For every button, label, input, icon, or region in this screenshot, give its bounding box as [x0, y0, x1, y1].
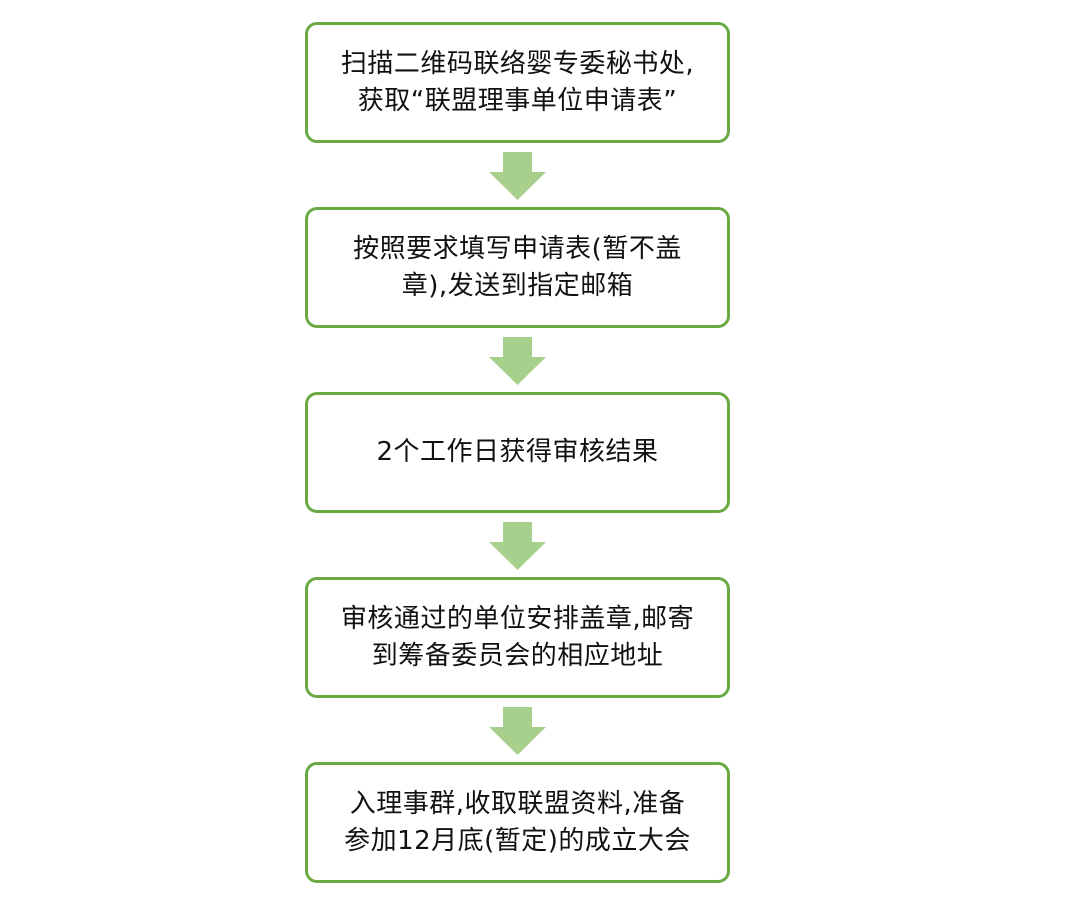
step-2-line-2: 章),发送到指定邮箱: [401, 270, 634, 301]
step-1-line-1: 扫描二维码联络婴专委秘书处,: [340, 48, 695, 79]
step-3-text: 2个工作日获得审核结果: [376, 434, 658, 471]
down-arrow-icon: [489, 707, 546, 755]
step-5-text: 入理事群,收取联盟资料,准备 参加12月底(暂定)的成立大会: [344, 786, 691, 860]
step-1-text: 扫描二维码联络婴专委秘书处, 获取“联盟理事单位申请表”: [341, 46, 694, 120]
step-5-line-1: 入理事群,收取联盟资料,准备: [349, 788, 686, 819]
step-4-box: 审核通过的单位安排盖章,邮寄 到筹备委员会的相应地址: [305, 577, 730, 698]
step-4-text: 审核通过的单位安排盖章,邮寄 到筹备委员会的相应地址: [341, 601, 694, 675]
step-2-text: 按照要求填写申请表(暂不盖 章),发送到指定邮箱: [353, 231, 682, 305]
step-3-line-1: 2个工作日获得审核结果: [376, 437, 659, 467]
step-2-box: 按照要求填写申请表(暂不盖 章),发送到指定邮箱: [305, 207, 730, 328]
step-1-line-2: 获取“联盟理事单位申请表”: [357, 85, 678, 116]
down-arrow-icon: [489, 337, 546, 385]
step-3-box: 2个工作日获得审核结果: [305, 392, 730, 513]
down-arrow-icon: [489, 522, 546, 570]
step-2-line-1: 按照要求填写申请表(暂不盖: [353, 233, 682, 264]
step-5-line-2: 参加12月底(暂定)的成立大会: [344, 825, 691, 856]
step-1-box: 扫描二维码联络婴专委秘书处, 获取“联盟理事单位申请表”: [305, 22, 730, 143]
step-5-box: 入理事群,收取联盟资料,准备 参加12月底(暂定)的成立大会: [305, 762, 730, 883]
step-4-line-2: 到筹备委员会的相应地址: [371, 640, 664, 671]
step-4-line-1: 审核通过的单位安排盖章,邮寄: [340, 603, 695, 634]
down-arrow-icon: [489, 152, 546, 200]
